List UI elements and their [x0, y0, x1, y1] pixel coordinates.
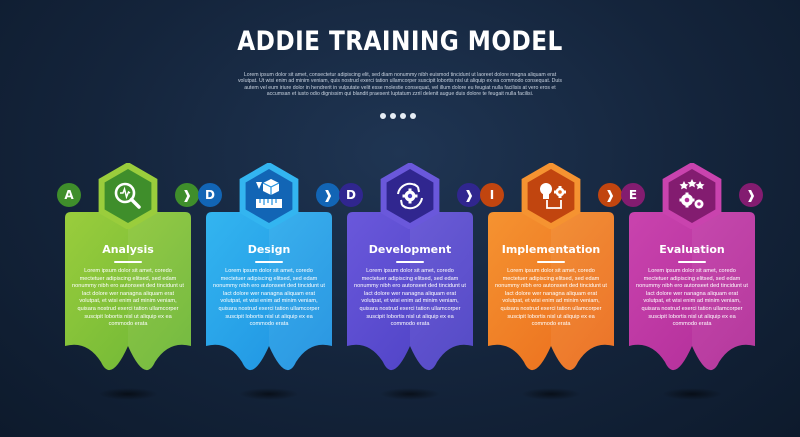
- step-letter: I: [489, 188, 495, 202]
- hexagon-badge: [521, 163, 581, 229]
- chevron-right-icon: ❱: [604, 188, 616, 202]
- step-title: Implementation: [501, 243, 601, 256]
- chevron-right-icon: ❱: [463, 188, 475, 202]
- step-arrow-badge: ❱: [175, 183, 199, 207]
- step-letter: A: [64, 188, 74, 202]
- hexagon-badge: [98, 163, 158, 229]
- step-letter-badge: I: [480, 183, 504, 207]
- step-letter-badge: A: [57, 183, 81, 207]
- step-description: Lorem ipsum dolor sit amet, coredo mecte…: [636, 268, 748, 328]
- title-underline: [537, 261, 565, 263]
- page-title: ADDIE TRAINING MODEL: [237, 26, 563, 57]
- title-underline: [114, 261, 142, 263]
- step-description: Lorem ipsum dolor sit amet, coredo mecte…: [495, 268, 607, 328]
- chevron-right-icon: ❱: [745, 188, 757, 202]
- card-shape: [65, 212, 191, 371]
- step-title: Design: [247, 243, 291, 256]
- step-description: Lorem ipsum dolor sit amet, coredo mecte…: [354, 268, 466, 328]
- card-shadow: [239, 388, 299, 400]
- step-letter-badge: D: [339, 183, 363, 207]
- card-shape: [488, 212, 614, 371]
- page-subtitle: Lorem ipsum dolor sit amet, consectetur …: [237, 72, 563, 97]
- stars-gears-icon: [679, 179, 705, 209]
- card-shape: [629, 212, 755, 371]
- dot-4: [410, 113, 416, 119]
- title-underline: [255, 261, 283, 263]
- step-arrow-badge: ❱: [457, 183, 481, 207]
- gear-cycle-icon: [397, 182, 423, 210]
- card-shadow: [380, 388, 440, 400]
- pagination-dots: [380, 113, 420, 121]
- step-arrow-badge: ❱: [316, 183, 340, 207]
- step-letter: D: [205, 188, 215, 202]
- design-cube-ruler-icon: [256, 179, 282, 208]
- step-title: Analysis: [102, 243, 154, 256]
- step-description: Lorem ipsum dolor sit amet, coredo mecte…: [213, 268, 325, 328]
- hexagon-badge: [380, 163, 440, 229]
- title-underline: [396, 261, 424, 263]
- dot-2: [390, 113, 396, 119]
- title-underline: [678, 261, 706, 263]
- step-letter-badge: E: [621, 183, 645, 207]
- step-letter: E: [628, 188, 638, 202]
- step-description: Lorem ipsum dolor sit amet, coredo mecte…: [72, 268, 184, 328]
- card-shadow: [98, 388, 158, 400]
- hexagon-badge: [662, 163, 722, 229]
- step-arrow-badge: ❱: [739, 183, 763, 207]
- hexagon-badge: [239, 163, 299, 229]
- step-title: Evaluation: [659, 243, 725, 256]
- dot-3: [400, 113, 406, 119]
- chevron-right-icon: ❱: [322, 188, 334, 202]
- card-shadow: [521, 388, 581, 400]
- card-shadow: [662, 388, 722, 400]
- step-letter-badge: D: [198, 183, 222, 207]
- step-arrow-badge: ❱: [598, 183, 622, 207]
- card-shape: [347, 212, 473, 371]
- card-shape: [206, 212, 332, 371]
- step-letter: D: [346, 188, 356, 202]
- magnifier-chart-icon: [114, 182, 141, 209]
- chevron-right-icon: ❱: [181, 188, 193, 202]
- step-title: Development: [368, 243, 452, 256]
- dot-1: [380, 113, 386, 119]
- bulb-gear-icon: [540, 183, 566, 209]
